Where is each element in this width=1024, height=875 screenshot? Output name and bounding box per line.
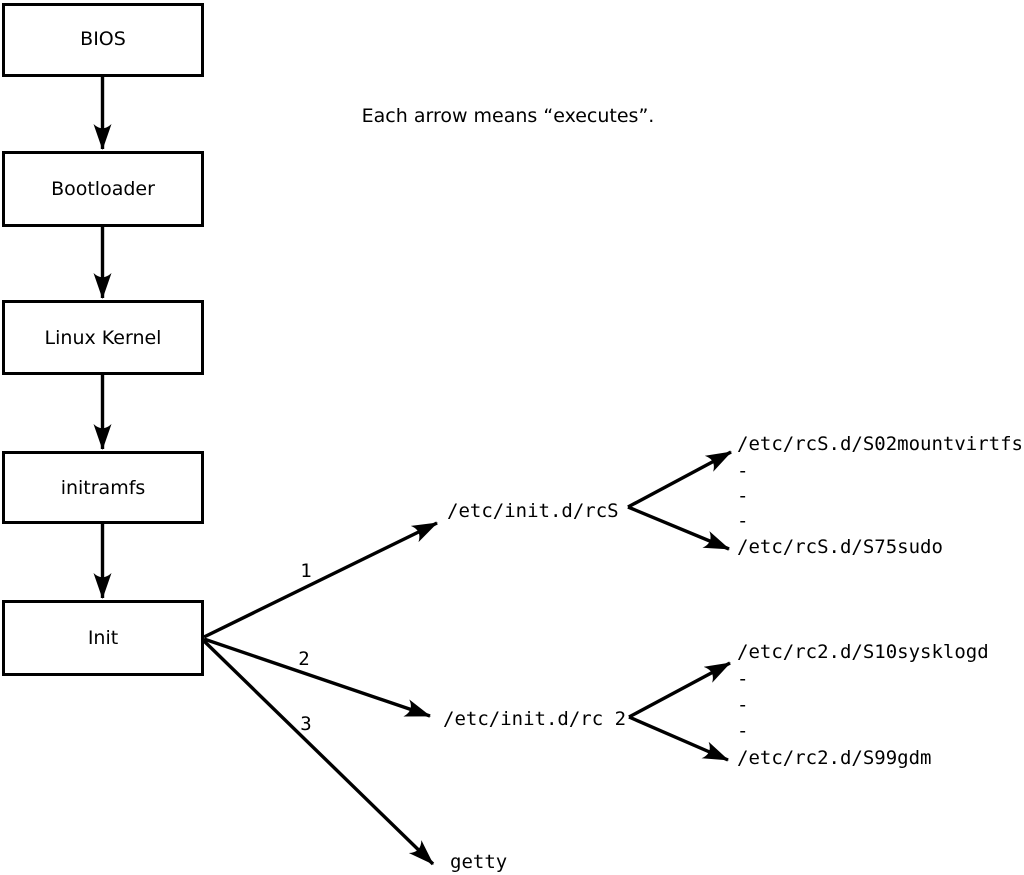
flow-box-initramfs: initramfs xyxy=(2,451,204,524)
flow-box-bootloader-label: Bootloader xyxy=(51,178,155,200)
rc2-entry-s99gdm: /etc/rc2.d/S99gdm xyxy=(737,747,931,769)
rc2-entry-dash-3: - xyxy=(737,720,748,742)
arrow-init-to-getty xyxy=(202,639,435,866)
arrow-rcs-to-s75sudo xyxy=(627,505,730,551)
rcs-entries-list: /etc/rcS.d/S02mountvirtfs - - - /etc/rcS… xyxy=(737,433,1023,558)
arrow-rc2-to-s99gdm xyxy=(628,715,729,762)
flow-box-linux-kernel-label: Linux Kernel xyxy=(45,327,162,349)
rc2-entries-list: /etc/rc2.d/S10sysklogd - - - /etc/rc2.d/… xyxy=(737,641,989,769)
flow-box-bios-label: BIOS xyxy=(80,28,126,50)
flow-box-initramfs-label: initramfs xyxy=(61,477,146,499)
arrow-rcs-to-s02mountvirtfs xyxy=(627,450,732,509)
note-arrow-meaning: Each arrow means “executes”. xyxy=(362,105,655,127)
rcs-script-label: /etc/init.d/rcS xyxy=(447,500,619,522)
flow-box-init: Init xyxy=(2,600,204,676)
arrow-init-to-rcs xyxy=(203,521,438,639)
rc2-entry-dash-1: - xyxy=(737,668,748,690)
flow-box-linux-kernel: Linux Kernel xyxy=(2,300,204,375)
rc2-entry-s10sysklogd: /etc/rc2.d/S10sysklogd xyxy=(737,641,989,663)
rcs-entry-s02mountvirtfs: /etc/rcS.d/S02mountvirtfs xyxy=(737,433,1023,455)
edge-number-2: 2 xyxy=(298,648,309,670)
arrow-init-to-rc2 xyxy=(203,637,431,718)
rcs-entry-dash-1: - xyxy=(737,460,748,482)
flow-box-init-label: Init xyxy=(88,627,118,649)
flow-box-bios: BIOS xyxy=(2,3,204,77)
flow-box-bootloader: Bootloader xyxy=(2,151,204,227)
rcs-entry-s75sudo: /etc/rcS.d/S75sudo xyxy=(737,536,943,558)
edge-number-3: 3 xyxy=(300,713,311,735)
rc2-entry-dash-2: - xyxy=(737,694,748,716)
rcs-entry-dash-3: - xyxy=(737,510,748,532)
arrow-rc2-to-s10sysklogd xyxy=(628,661,731,719)
edge-number-1: 1 xyxy=(300,560,311,582)
getty-label: getty xyxy=(450,851,507,873)
rcs-entry-dash-2: - xyxy=(737,485,748,507)
rc2-script-label: /etc/init.d/rc 2 xyxy=(443,708,626,730)
